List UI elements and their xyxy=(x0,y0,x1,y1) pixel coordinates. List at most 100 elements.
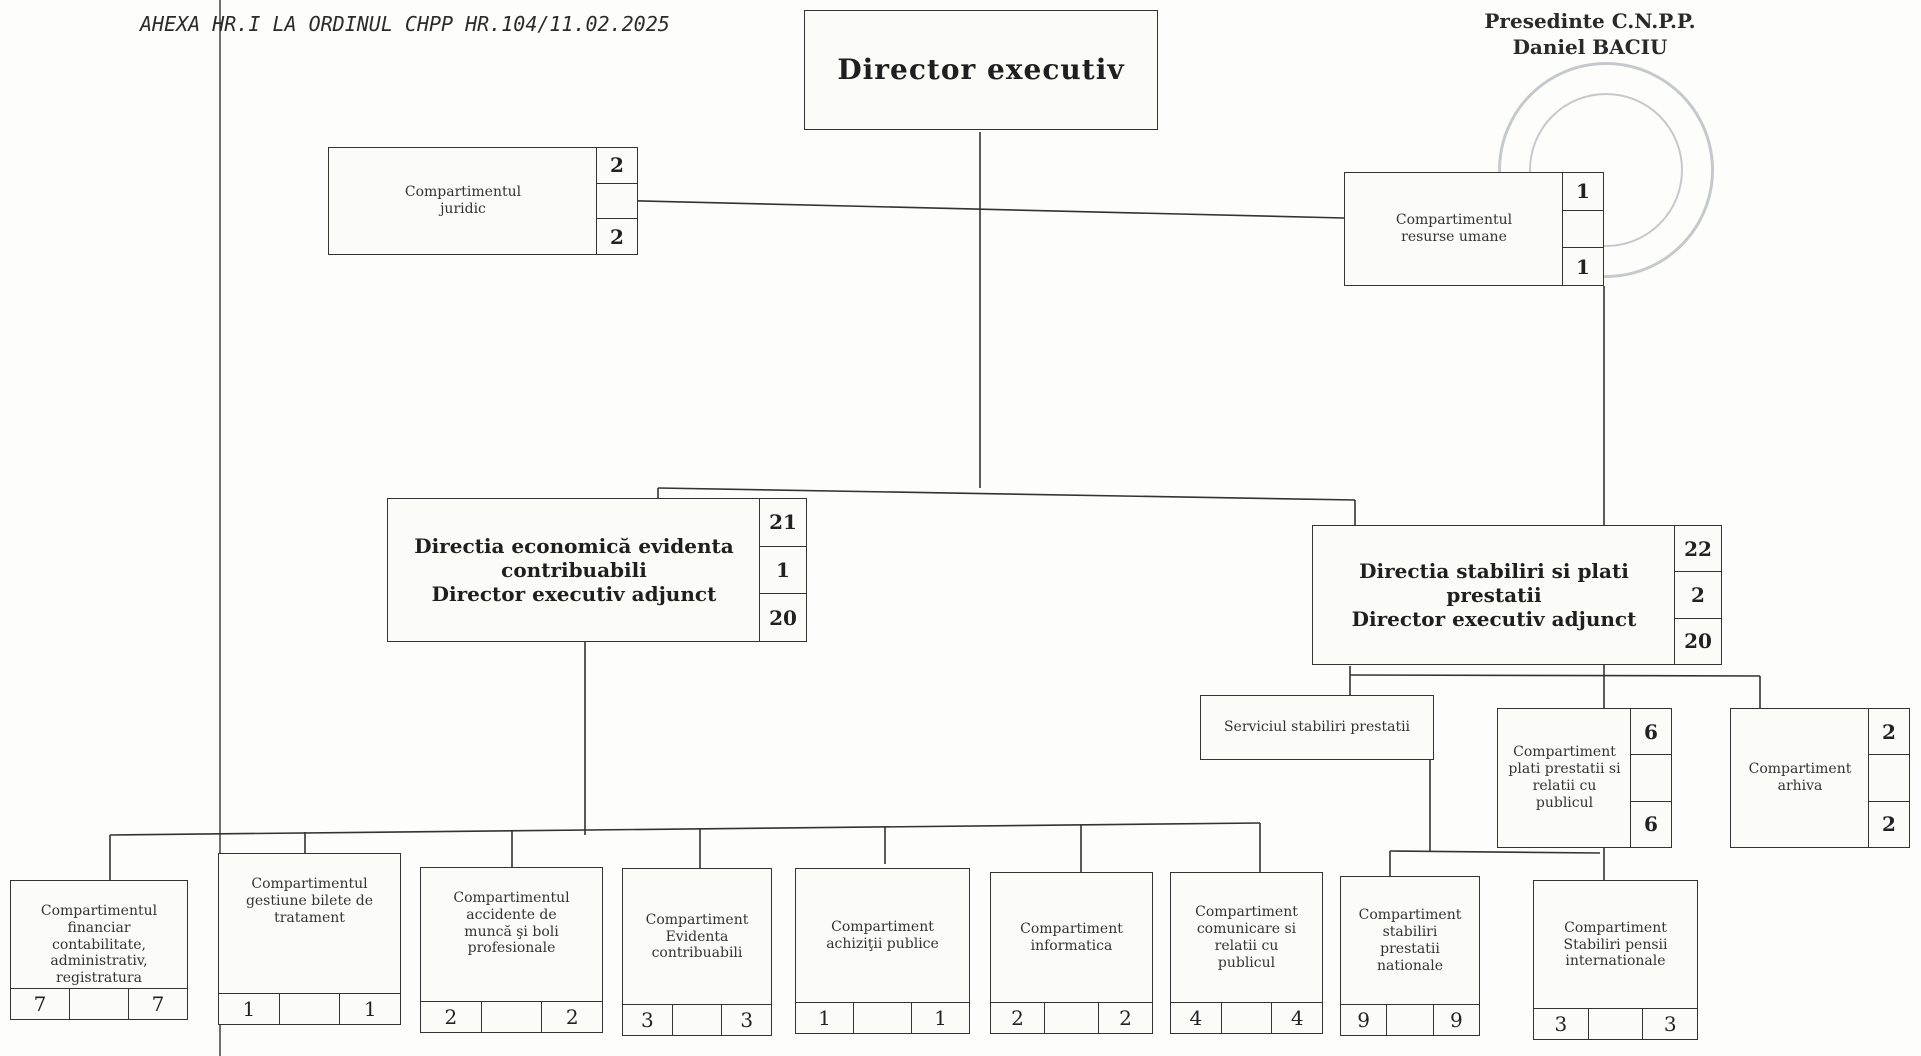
staff-count-cell: 2 xyxy=(597,148,637,184)
unit-box: Compartiment stabiliri prestatii nationa… xyxy=(1340,876,1480,1036)
unit-box: Compartimentul accidente de muncă şi bol… xyxy=(420,867,603,1033)
staff-count-cell: 22 xyxy=(1675,526,1721,573)
staff-count-cell xyxy=(673,1005,723,1035)
approval-title: Presedinte C.N.P.P. xyxy=(1484,9,1696,33)
staff-count-cell: 7 xyxy=(151,992,165,1016)
unit-label: Directia economică evidenta contribuabil… xyxy=(414,534,734,606)
staff-count-cell: 1 xyxy=(760,547,806,595)
annex-note: AHEXA HR.I LA ORDINUL CHPP HR.104/11.02.… xyxy=(140,12,670,36)
unit-box: Serviciul stabiliri prestatii xyxy=(1200,695,1434,760)
unit-box: Compartimentul gestiune bilete de tratam… xyxy=(218,853,401,1025)
approval-block: Presedinte C.N.P.P. Daniel BACIU xyxy=(1440,8,1740,60)
official-seal xyxy=(1498,62,1714,278)
staff-count-cell: 3 xyxy=(1663,1012,1677,1036)
unit-box: Directia economică evidenta contribuabil… xyxy=(387,498,807,642)
staff-count-cell xyxy=(482,1002,543,1032)
unit-label: Compartiment plati prestatii si relatii … xyxy=(1508,744,1621,811)
unit-label: Compartiment comunicare si relatii cu pu… xyxy=(1195,904,1298,971)
staff-count-cell: 20 xyxy=(1684,629,1712,654)
staff-count-cell: 6 xyxy=(1631,709,1671,756)
staff-count-cell xyxy=(1589,1009,1644,1039)
staff-count-cell xyxy=(1869,755,1909,802)
unit-label: Compartimentul gestiune bilete de tratam… xyxy=(245,876,374,926)
unit-box: Compartiment comunicare si relatii cu pu… xyxy=(1170,872,1323,1034)
unit-label: Compartiment Stabiliri pensii internatio… xyxy=(1563,919,1668,970)
unit-box: Compartimentul financiar contabilitate, … xyxy=(10,880,188,1020)
unit-label: Compartimentul financiar contabilitate, … xyxy=(40,903,158,987)
staff-count-cell xyxy=(597,184,637,220)
director-executiv-box: Director executiv xyxy=(804,10,1158,130)
staff-count-cell: 1 xyxy=(363,997,377,1021)
staff-count-cell xyxy=(1045,1003,1099,1033)
staff-count-cell xyxy=(1222,1003,1273,1033)
staff-count-cell xyxy=(280,994,341,1024)
staff-count-cell: 4 xyxy=(1290,1006,1304,1030)
staff-count-cell: 21 xyxy=(760,499,806,547)
unit-label: Serviciul stabiliri prestatii xyxy=(1223,719,1411,736)
staff-count-cell: 7 xyxy=(11,989,70,1019)
staff-count-cell: 9 xyxy=(1341,1005,1388,1035)
unit-label: Compartiment Evidenta contribuabili xyxy=(645,911,749,962)
unit-label: Compartiment achiziţii publice xyxy=(826,919,939,952)
unit-label: Compartimentul juridic xyxy=(404,184,522,217)
unit-box: Compartiment Stabiliri pensii internatio… xyxy=(1533,880,1698,1040)
approval-name: Daniel BACIU xyxy=(1512,35,1668,59)
staff-count-cell: 4 xyxy=(1171,1003,1222,1033)
staff-count-cell: 2 xyxy=(1675,572,1721,619)
staff-count-cell: 2 xyxy=(1869,709,1909,756)
staff-count-cell: 1 xyxy=(1576,254,1590,279)
staff-count-cell: 1 xyxy=(934,1006,947,1030)
unit-label: Directia stabiliri si plati prestatii Di… xyxy=(1351,559,1637,631)
unit-label: Compartimentul resurse umane xyxy=(1395,212,1513,245)
staff-count-cell xyxy=(1631,755,1671,802)
staff-count-cell: 2 xyxy=(1119,1006,1132,1030)
unit-box: Directia stabiliri si plati prestatii Di… xyxy=(1312,525,1722,665)
staff-count-cell: 6 xyxy=(1644,812,1658,837)
unit-label: Compartiment informatica xyxy=(1020,921,1123,954)
staff-count-cell xyxy=(1563,211,1603,249)
unit-label: Compartiment stabiliri prestatii nationa… xyxy=(1358,907,1462,974)
unit-label: Compartiment arhiva xyxy=(1748,761,1852,794)
staff-count-cell: 2 xyxy=(610,224,624,249)
staff-count-cell xyxy=(1387,1005,1434,1035)
staff-count-cell: 3 xyxy=(623,1005,673,1035)
staff-count-cell xyxy=(70,989,129,1019)
staff-count-cell: 3 xyxy=(740,1008,754,1032)
staff-count-cell: 2 xyxy=(565,1005,579,1029)
staff-count-cell: 9 xyxy=(1449,1008,1463,1032)
staff-count-cell: 3 xyxy=(1534,1009,1589,1039)
staff-count-cell: 1 xyxy=(1563,173,1603,211)
staff-count-cell xyxy=(854,1003,912,1033)
director-executiv-label: Director executiv xyxy=(837,53,1125,87)
staff-count-cell: 1 xyxy=(796,1003,854,1033)
staff-count-cell: 20 xyxy=(769,605,797,630)
unit-box: Compartiment plati prestatii si relatii … xyxy=(1497,708,1672,848)
staff-count-cell: 1 xyxy=(219,994,280,1024)
unit-label: Compartimentul accidente de muncă şi bol… xyxy=(453,890,570,957)
staff-count-cell: 2 xyxy=(1882,812,1896,837)
staff-count-cell: 2 xyxy=(991,1003,1045,1033)
staff-count-cell: 2 xyxy=(421,1002,482,1032)
